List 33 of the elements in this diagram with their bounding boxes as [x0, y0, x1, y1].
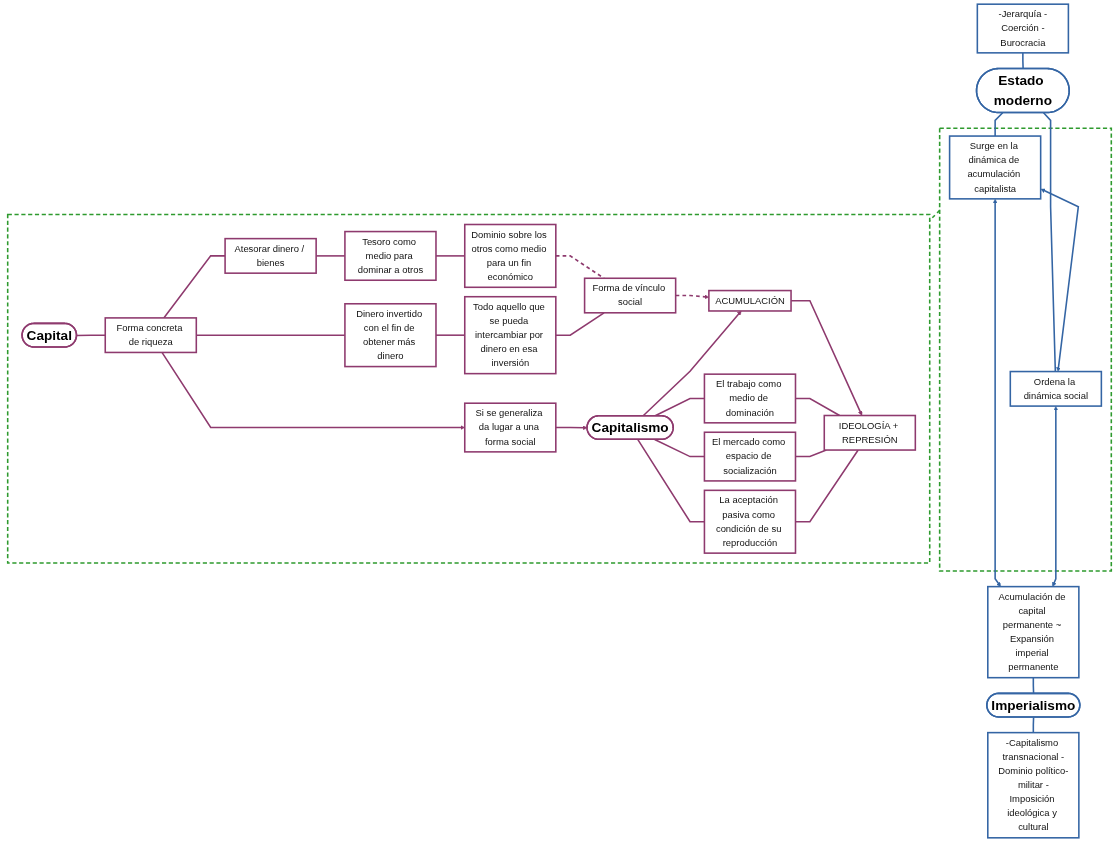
- process-box: IDEOLOGÍA + REPRESIÓN: [823, 414, 917, 451]
- process-box: Tesoro como medio para dominar a otros: [344, 230, 437, 281]
- process-box: Forma de vínculo social: [583, 277, 677, 314]
- process-box: El mercado como espacio de socialización: [703, 431, 797, 482]
- process-box: ACUMULACIÓN: [708, 289, 792, 312]
- connector-line: [163, 255, 226, 319]
- ellipse-node: Estado moderno: [975, 67, 1070, 114]
- process-box: La aceptación pasiva como condición de su reproducción: [703, 489, 797, 554]
- connector-line: [555, 425, 588, 431]
- connector-line: [992, 198, 1001, 587]
- process-box: Si se generaliza da lugar a una forma social: [463, 402, 557, 453]
- connector-line: [1052, 406, 1059, 587]
- process-box: Acumulación de capital permanente ~ Expansión imperial permanente: [987, 585, 1080, 679]
- ellipse-node: Capitalismo: [586, 415, 674, 441]
- connector-line: [1042, 112, 1057, 373]
- process-box: Todo aquello que se pueda intercambiar por dinero en esa inversión: [463, 295, 557, 375]
- process-box: Dominio sobre los otros como medio para un fin económico: [463, 223, 557, 289]
- connector-line: [1040, 188, 1080, 372]
- ellipse-node: Capital: [21, 322, 78, 348]
- connector-line: [642, 310, 742, 417]
- process-box: Ordena la dinámica social: [1009, 370, 1103, 407]
- process-box: Dinero invertido con el fin de obtener más dinero: [344, 303, 437, 368]
- connector-line: [161, 351, 465, 430]
- connector-line: [994, 112, 1004, 137]
- process-box: Forma concreta de riqueza: [104, 317, 198, 354]
- process-box: El trabajo como medio de dominación: [703, 373, 797, 424]
- connector-line: [1022, 52, 1024, 70]
- process-box: Surge en la dinámica de acumulación capitalista: [948, 135, 1042, 200]
- connector-line: [555, 312, 605, 336]
- process-box: -Jerarquía -Coerción -Burocracia: [976, 3, 1070, 54]
- ellipse-node: Imperialismo: [986, 692, 1081, 718]
- process-box: Atesorar dinero / bienes: [224, 237, 317, 274]
- process-box: -Capitalismo transnacional -Dominio político-militar -Imposición ideológica y cultural: [987, 731, 1080, 839]
